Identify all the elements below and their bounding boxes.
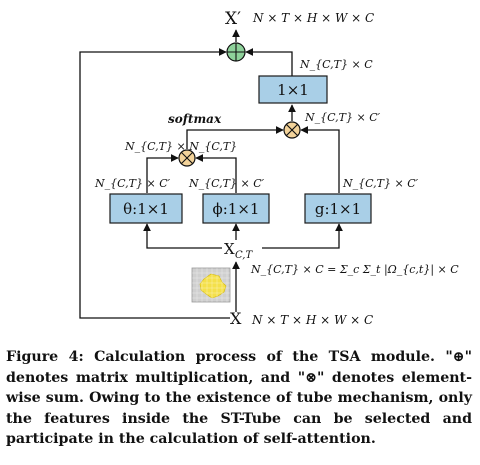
phi-conv-label: ϕ:1×1 bbox=[213, 200, 260, 218]
connector-lines bbox=[79, 29, 343, 319]
center-dims: N_{C,T} × C = Σ_c Σ_t |Ω_{c,t}| × C bbox=[250, 263, 459, 277]
output-label: X′ bbox=[225, 9, 241, 29]
top-box-dims: N_{C,T} × C bbox=[299, 58, 373, 71]
conv-1x1-output-label: 1×1 bbox=[277, 81, 309, 99]
mul-left-to-mul-right-line bbox=[186, 126, 284, 149]
phi-conv-box: ϕ:1×1 bbox=[202, 193, 270, 224]
theta-conv-label: θ:1×1 bbox=[123, 200, 169, 218]
center-label-sub: C,T bbox=[235, 250, 253, 261]
tsa-module-diagram: X′ N × T × H × W × C N_{C,T} × C 1×1 N_{… bbox=[79, 9, 459, 328]
mul-right-node-icon bbox=[283, 121, 301, 139]
mul-right-dims: N_{C,T} × C′ bbox=[304, 111, 381, 124]
g-conv-box: g:1×1 bbox=[304, 193, 372, 224]
phi-dims: N_{C,T} × C′ bbox=[188, 177, 265, 190]
theta-to-mul-left-line bbox=[146, 154, 179, 193]
mul-left-node-icon bbox=[178, 149, 196, 167]
softmax-label: softmax bbox=[168, 112, 222, 126]
plus-node-icon bbox=[226, 42, 246, 62]
caption-prefix: Figure 4: bbox=[6, 349, 84, 365]
phi-to-mul-left-line bbox=[195, 154, 237, 193]
center-label: X bbox=[224, 240, 235, 258]
top-box-to-plus-line bbox=[245, 48, 293, 76]
g-to-mul-right-line bbox=[300, 126, 340, 193]
theta-conv-box: θ:1×1 bbox=[109, 193, 183, 224]
tube-grid-thumbnail-icon bbox=[191, 267, 231, 303]
figure-caption: Figure 4: Calculation process of the TSA… bbox=[6, 347, 472, 450]
g-conv-label: g:1×1 bbox=[315, 200, 361, 218]
conv-1x1-output-box: 1×1 bbox=[258, 75, 328, 104]
input-dims: N × T × H × W × C bbox=[251, 313, 373, 327]
output-dims: N × T × H × W × C bbox=[252, 11, 374, 25]
xct-to-theta-line bbox=[143, 223, 222, 249]
residual-skip-line bbox=[79, 48, 230, 319]
caption-text: Calculation process of the TSA module. "… bbox=[6, 349, 472, 447]
xct-to-g-line bbox=[262, 223, 343, 249]
theta-dims: N_{C,T} × C′ bbox=[94, 177, 171, 190]
g-dims: N_{C,T} × C′ bbox=[342, 177, 419, 190]
input-label: X bbox=[230, 309, 242, 328]
mul-left-dims: N_{C,T} × N_{C,T} bbox=[124, 140, 237, 153]
